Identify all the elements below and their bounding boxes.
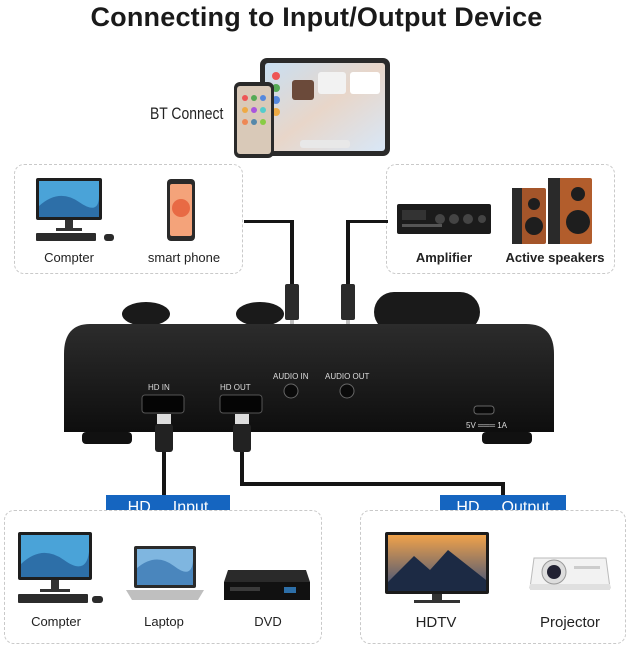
audio-out-label: AUDIO OUT [325, 372, 370, 381]
desktop-computer-icon [18, 532, 103, 603]
dvd-player-icon [224, 570, 310, 600]
smart-phone-label: smart phone [147, 250, 221, 265]
dvd-label: DVD [254, 614, 282, 629]
projector-icon [529, 557, 611, 590]
hd-in-plug [155, 414, 173, 452]
tablet-and-phone-icon [234, 58, 390, 158]
hd-out-label: HD OUT [220, 383, 251, 392]
hd-out-cable [240, 452, 244, 484]
audio-in-label: AUDIO IN [273, 372, 309, 381]
smartphone-icon [167, 179, 195, 241]
bt-connect-label: BT Connect [150, 104, 224, 123]
laptop-icon [126, 546, 204, 600]
hdtv-label: HDTV [415, 614, 457, 631]
amplifier-icon [397, 204, 491, 234]
active-speakers-label: Active speakers [505, 250, 605, 265]
hd-in-cable [162, 452, 166, 496]
compter-label: Compter [44, 250, 94, 265]
speakers-icon [512, 178, 592, 244]
desktop-computer-icon [36, 178, 114, 241]
compter-bottom-label: Compter [31, 614, 81, 629]
hd-in-label: HD IN [148, 383, 170, 392]
audio-out-cable [346, 220, 350, 288]
projector-label: Projector [539, 614, 601, 631]
amplifier-label: Amplifier [415, 250, 473, 265]
tv-icon [385, 532, 489, 603]
laptop-label: Laptop [144, 614, 184, 629]
page-title: Connecting to Input/Output Device [90, 2, 543, 32]
device-body [64, 292, 554, 444]
audio-in-cable [290, 220, 294, 288]
power-label: 5V ═══ 1A [466, 421, 508, 430]
hd-out-plug [233, 414, 251, 452]
